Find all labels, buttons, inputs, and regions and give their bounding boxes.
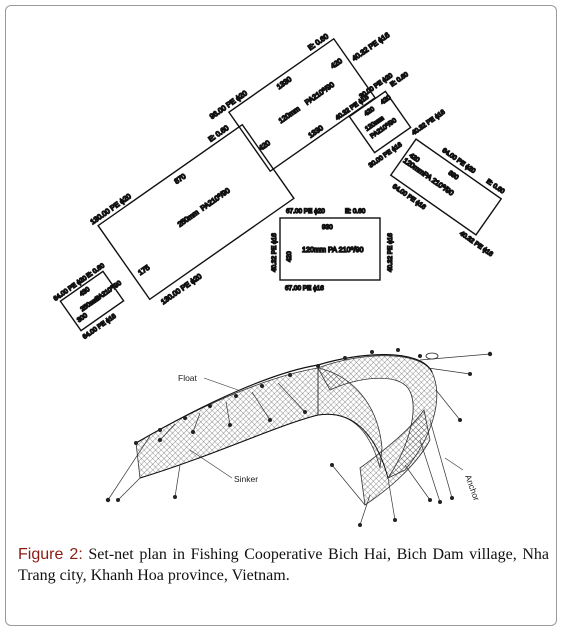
net-plan-view: 64.00 PE ϕ20 E: 0.60 64.00 PE ϕ16 300 43…	[52, 30, 507, 342]
bottom-net	[359, 409, 431, 506]
panel-4-right-rope: 40.32 PE ϕ16	[411, 109, 447, 137]
net-panel-5: 64.00 PE ϕ20 E: 0.60 64.00 PE ϕ16 40.32 …	[389, 138, 507, 259]
leader-net	[135, 367, 319, 479]
panel-3-spec: PA210⁰/90	[303, 80, 336, 107]
floats	[105, 348, 493, 527]
panel-1-left-length: 300	[76, 312, 89, 324]
panel-6-height: 420	[286, 251, 293, 262]
panel-6-top-rope: 67.00 PE ϕ20	[286, 208, 325, 215]
panel-6-left-rope: 40.32 PE ϕ16	[271, 233, 278, 272]
panel-6-right-rope: 40.32 PE ϕ16	[387, 233, 394, 272]
panel-2-top-length: 870	[172, 172, 187, 186]
panel-3-mesh: 120mm	[277, 104, 302, 125]
figure-caption: Figure 2: Set-net plan in Fishing Cooper…	[18, 544, 549, 586]
figure-caption-text: Set-net plan in Fishing Cooperative Bich…	[18, 546, 549, 584]
float-label: Float	[178, 373, 198, 383]
panel-3-right-length: 420	[329, 56, 344, 70]
anchor-lines	[107, 353, 491, 526]
panel-2-mesh: 250mm	[176, 208, 201, 229]
net-panel-6: 67.00 PE ϕ20 E: 0.60 67.00 PE ϕ16 930 42…	[270, 207, 394, 292]
anchor-label: Anchor	[463, 473, 482, 502]
net-panel-1: 64.00 PE ϕ20 E: 0.60 64.00 PE ϕ16 300 43…	[52, 261, 125, 342]
panel-4-float-ratio: E: 0.60	[389, 71, 410, 89]
panel-6-spec: 120mm PA 210⁰/90	[302, 245, 363, 254]
panel-4-left-length: 420	[363, 105, 376, 117]
net-panel-4: 30.00 PE ϕ20 E: 0.60 40.32 PE ϕ16 30.00 …	[334, 70, 448, 170]
panel-3-left-length: 420	[257, 138, 272, 152]
buoy-icon	[425, 352, 439, 360]
panel-6-float-ratio: E: 0.60	[345, 208, 366, 215]
panel-4-right-length: 420	[380, 94, 393, 106]
panel-5-top-rope: 64.00 PE ϕ20	[441, 147, 477, 175]
set-net-perspective: Float Sinker Anchor	[105, 348, 493, 527]
panel-6-bottom-rope: 67.00 PE ϕ16	[285, 285, 324, 292]
panel-5-top-length: 890	[447, 170, 460, 182]
panel-3-top-length: 1330	[275, 75, 293, 92]
panel-3-right-rope: 40.32 PE ϕ16	[350, 30, 391, 62]
sinker-line	[139, 413, 389, 479]
panel-4-left-rope: 40.32 PE ϕ16	[334, 94, 370, 122]
panel-5-float-ratio: E: 0.60	[485, 178, 506, 196]
panel-3-top-rope: 96.00 PE ϕ20	[208, 89, 249, 121]
float-line	[135, 354, 433, 444]
figure-frame	[5, 5, 557, 626]
panel-1-spec: PA210⁰/90	[94, 280, 123, 303]
panel-2-top-rope: 130.00 PE ϕ20	[89, 192, 133, 227]
sinker-label: Sinker	[234, 474, 258, 484]
panel-2-left-length: 175	[136, 263, 151, 277]
panel-2-spec: PA210⁰/90	[199, 186, 232, 213]
panel-3-bottom-length: 1330	[307, 123, 325, 140]
panel-6-width: 930	[322, 224, 333, 231]
figure-caption-head: Figure 2:	[18, 546, 83, 563]
